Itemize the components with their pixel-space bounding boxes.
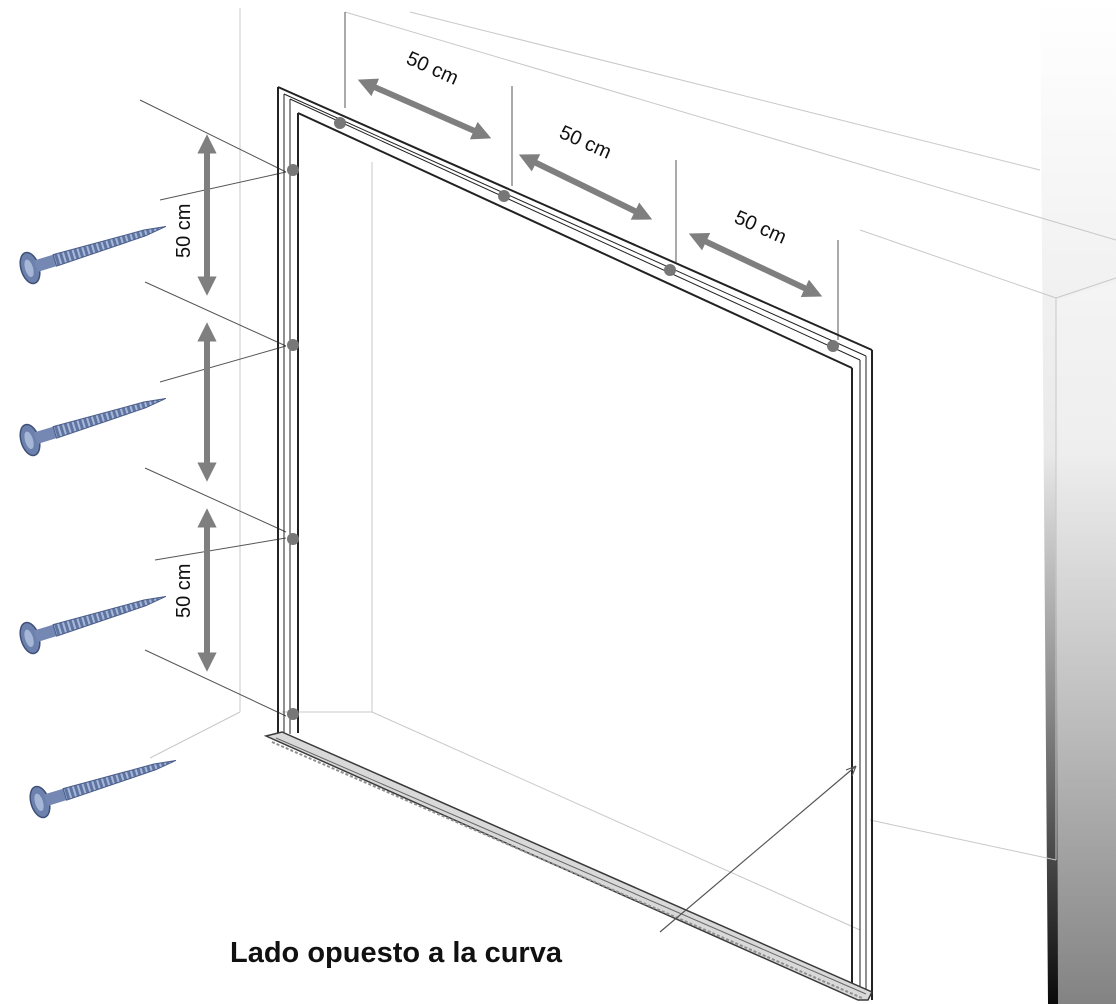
dimension-label-side-1: 50 cm — [173, 204, 195, 258]
caption-label: Lado opuesto a la curva — [230, 937, 563, 969]
extension-lines — [139, 12, 839, 717]
bottom-rail — [263, 731, 874, 1001]
double-arrow-icon — [518, 154, 653, 220]
fixing-point-icon — [498, 190, 510, 202]
fixing-points — [287, 117, 839, 720]
fixing-point-icon — [334, 117, 346, 129]
callout-leader-line — [659, 765, 857, 933]
screw-icon — [15, 210, 172, 287]
dimension-label-top-2: 50 cm — [556, 121, 615, 163]
fixing-point-icon — [287, 708, 299, 720]
wall-side-face — [1056, 282, 1116, 1004]
double-arrow-icon — [688, 233, 823, 297]
fixing-point-icon — [827, 340, 839, 352]
screws — [15, 210, 182, 821]
fixing-point-icon — [287, 164, 299, 176]
dimension-label-side-2: 50 cm — [173, 564, 195, 618]
screw-icon — [15, 580, 172, 657]
callout-arrowhead — [845, 765, 857, 777]
dimension-label-top-3: 50 cm — [731, 206, 790, 248]
fixing-point-icon — [287, 339, 299, 351]
double-arrow-icon — [357, 78, 492, 140]
fixing-point-icon — [664, 264, 676, 276]
dimension-arrows — [197, 78, 823, 672]
fixing-point-icon — [287, 533, 299, 545]
screw-icon — [25, 744, 182, 821]
wall-construction-lines — [149, 8, 1116, 931]
door-frame — [277, 86, 873, 1000]
screw-icon — [15, 382, 172, 459]
dimension-label-top-1: 50 cm — [403, 47, 462, 89]
